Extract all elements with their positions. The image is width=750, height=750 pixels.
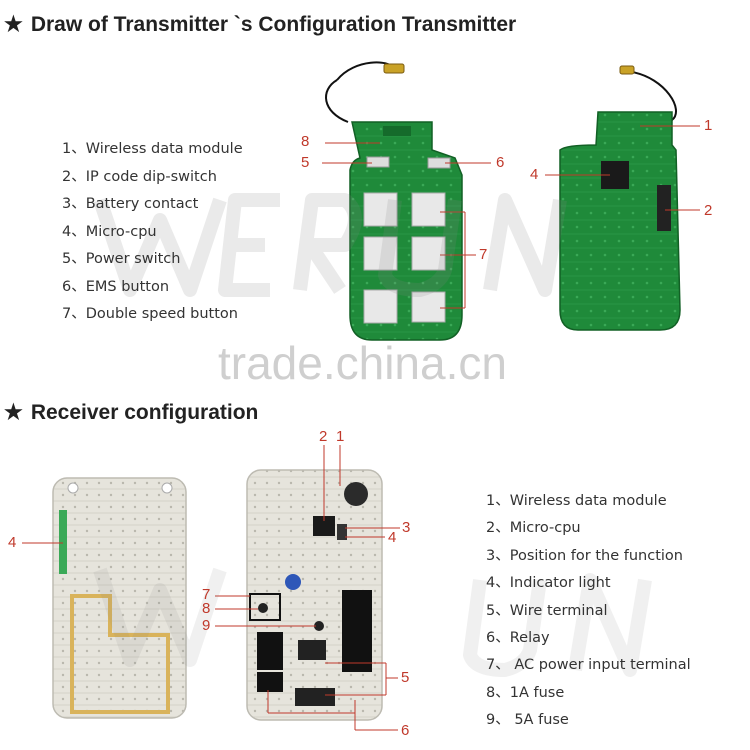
werun-logo-watermark	[93, 193, 652, 677]
rx-right-callout-6: 6	[401, 722, 410, 739]
tx-front-callout-6: 6	[496, 154, 505, 171]
tx-front-callout-8: 8	[301, 133, 310, 150]
tx-front-callout-5: 5	[301, 154, 310, 171]
transmitter-back-board	[545, 65, 700, 331]
transmitter-heading-text: Draw of Transmitter `s Configuration Tra…	[30, 13, 517, 36]
list-item: 2、IP code dip-switch	[62, 168, 217, 185]
receiver-left-board	[22, 477, 187, 719]
list-item: 6、EMS button	[62, 278, 170, 295]
list-item: 7、 AC power input terminal	[486, 657, 691, 674]
transmitter-section-heading: ★ Draw of Transmitter `s Configuration Tr…	[4, 12, 516, 37]
rx-right-callout-5: 5	[401, 669, 410, 686]
tx-front-callout-7: 7	[479, 246, 488, 263]
list-item: 6、Relay	[486, 629, 550, 646]
rx-right-callout-2: 2	[319, 428, 328, 445]
receiver-section-heading: ★ Receiver configuration	[4, 400, 258, 425]
tx-back-callout-1: 1	[704, 117, 713, 134]
receiver-right-board	[215, 445, 400, 731]
transmitter-legend-list: 1、Wireless data module 2、IP code dip-swi…	[62, 138, 243, 331]
rx-right-callout-3: 3	[402, 519, 411, 536]
trade-china-watermark: trade.china.cn	[218, 337, 507, 389]
rx-right-callout-7: 7	[202, 586, 211, 603]
rx-right-callout-8: 8	[202, 600, 211, 617]
rx-left-callout-4: 4	[8, 534, 17, 551]
rx-right-callout-4: 4	[388, 529, 397, 546]
rx-right-callout-1: 1	[336, 428, 345, 445]
list-item: 3、Position for the function	[486, 547, 683, 564]
list-item: 4、Indicator light	[486, 575, 611, 592]
list-item: 3、Battery contact	[62, 196, 199, 212]
receiver-legend-list: 1、Wireless data module 2、Micro-cpu 3、Pos…	[486, 490, 691, 737]
transmitter-front-board	[322, 61, 491, 341]
list-item: 1、Wireless data module	[486, 493, 667, 509]
tx-back-callout-2: 2	[704, 202, 713, 219]
list-item: 4、Micro-cpu	[62, 223, 157, 240]
star-icon: ★	[4, 13, 23, 36]
receiver-heading-text: Receiver configuration	[30, 401, 259, 424]
list-item: 8、1A fuse	[486, 684, 565, 701]
list-item: 2、Micro-cpu	[486, 520, 581, 537]
list-item: 5、Power switch	[62, 251, 181, 267]
star-icon: ★	[4, 401, 23, 424]
list-item: 1、Wireless data module	[62, 141, 243, 157]
tx-back-callout-4: 4	[530, 166, 539, 183]
list-item: 5、Wire terminal	[486, 602, 608, 619]
rx-right-callout-9: 9	[202, 617, 211, 634]
list-item: 7、Double speed button	[62, 306, 238, 322]
list-item: 9、 5A fuse	[486, 712, 569, 729]
